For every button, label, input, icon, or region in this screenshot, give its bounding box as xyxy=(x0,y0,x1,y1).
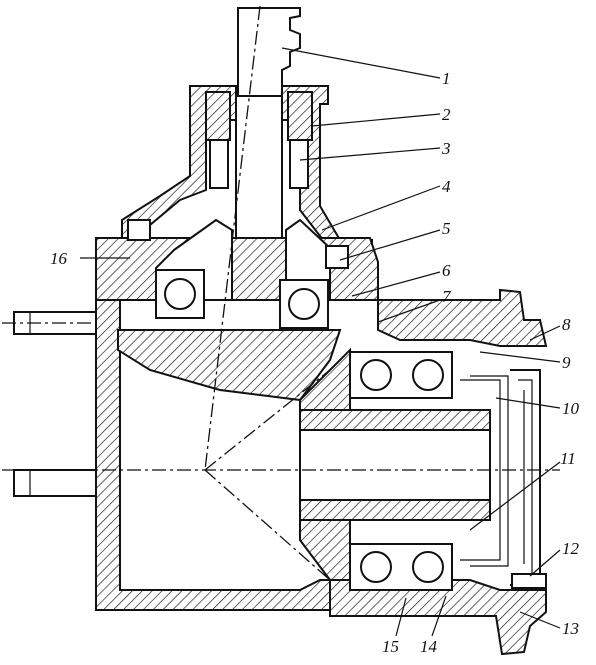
retaining-ring xyxy=(460,375,509,567)
label-5: 5 xyxy=(442,219,451,238)
label-9: 9 xyxy=(562,353,571,372)
flange-bolts xyxy=(127,219,349,269)
label-14: 14 xyxy=(420,637,438,656)
label-1: 1 xyxy=(442,69,451,88)
label-13: 13 xyxy=(562,619,579,638)
label-6: 6 xyxy=(442,261,451,280)
label-12: 12 xyxy=(562,539,580,558)
label-10: 10 xyxy=(562,399,580,418)
label-3: 3 xyxy=(441,139,451,158)
label-15: 15 xyxy=(382,637,399,656)
output-bearing-lower xyxy=(349,543,453,591)
shaft-seal-assembly xyxy=(205,91,313,189)
label-2: 2 xyxy=(442,105,451,124)
output-hub xyxy=(299,409,491,521)
label-11: 11 xyxy=(560,449,576,468)
label-4: 4 xyxy=(442,177,451,196)
label-8: 8 xyxy=(562,315,571,334)
bevel-gear-driven xyxy=(117,329,351,581)
leader-lines xyxy=(80,47,561,637)
input-shaft xyxy=(212,7,302,301)
label-16: 16 xyxy=(50,249,68,268)
upper-bearing-left xyxy=(155,269,205,319)
upper-bearing-right xyxy=(279,279,329,329)
output-bearing-upper xyxy=(349,351,453,399)
stud-lower xyxy=(13,469,97,497)
cover-bolt xyxy=(511,573,547,589)
label-7: 7 xyxy=(442,287,452,306)
center-lines xyxy=(2,5,560,581)
